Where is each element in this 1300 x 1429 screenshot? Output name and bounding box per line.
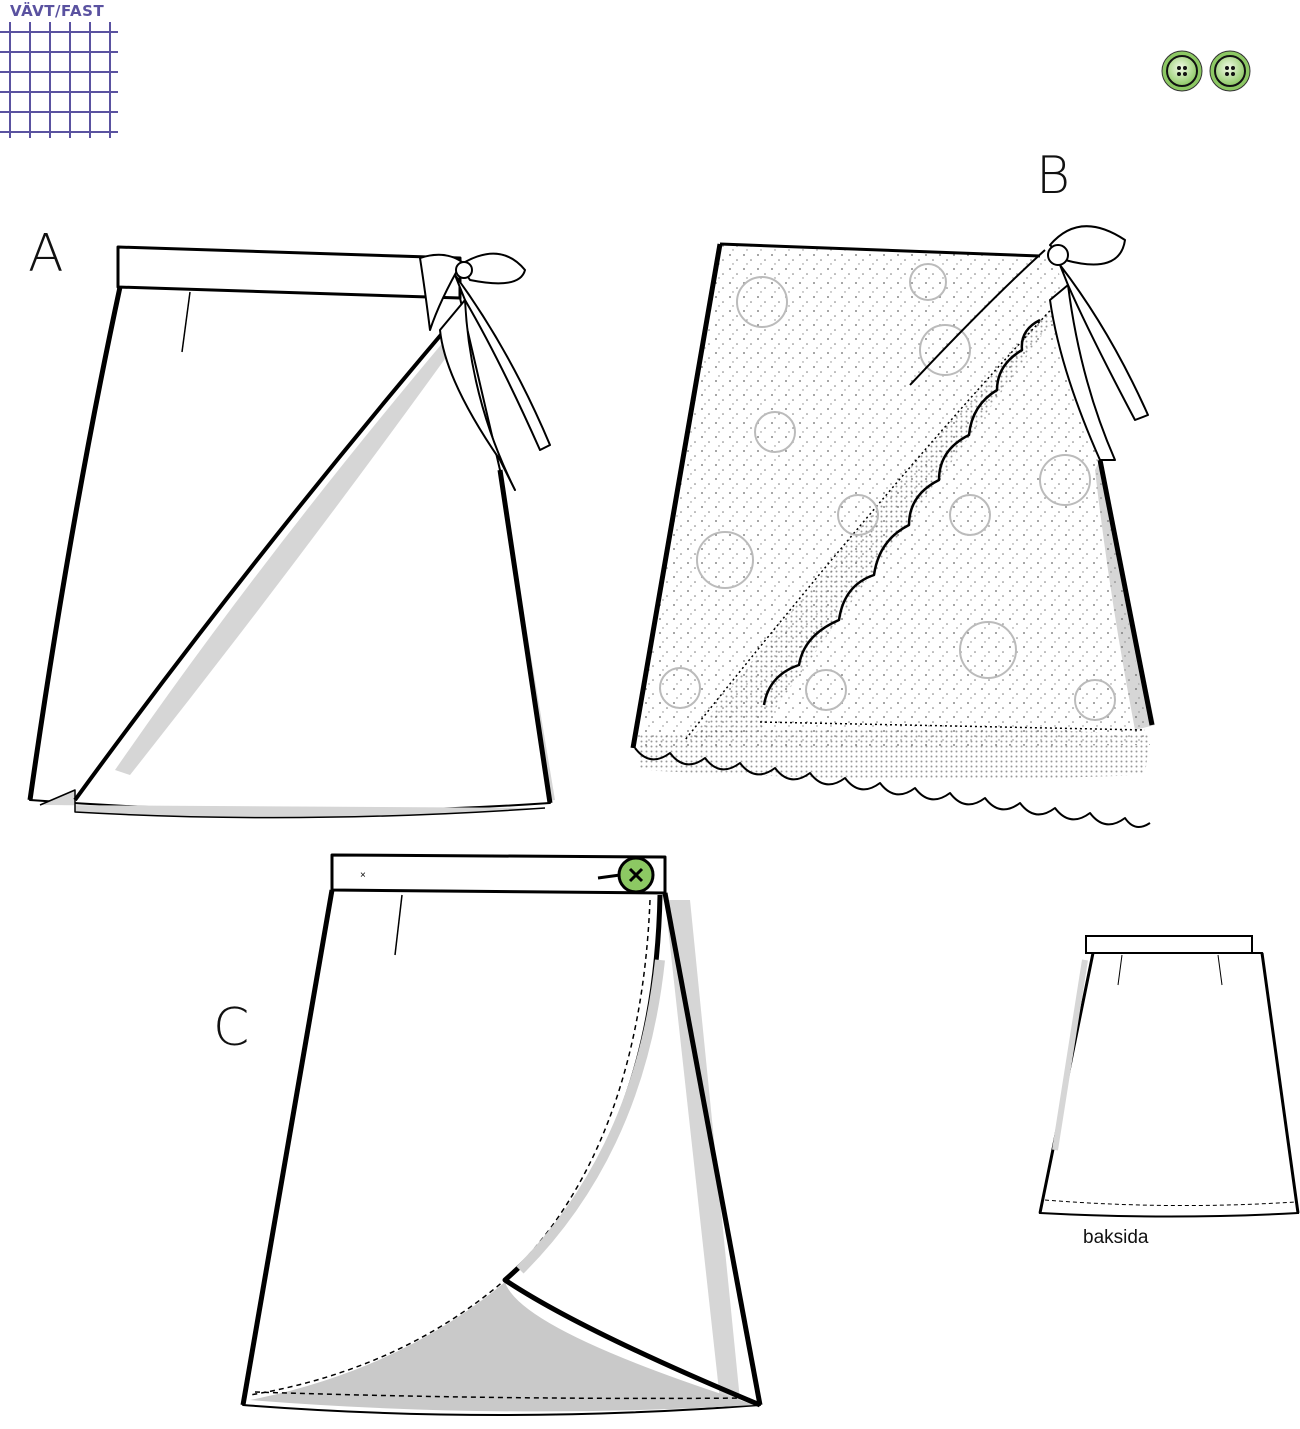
skirt-back-view — [1038, 935, 1300, 1218]
fabric-type-label: VÄVT/FAST — [10, 2, 105, 20]
back-view-label: baksida — [1083, 1227, 1149, 1248]
button-icon — [597, 856, 655, 894]
svg-text:×: × — [360, 870, 366, 881]
button-icon — [1209, 50, 1251, 92]
view-b-label: B — [1036, 146, 1071, 206]
skirt-view-c: × — [240, 853, 763, 1416]
view-a-label: A — [28, 224, 64, 284]
button-icon — [1161, 50, 1203, 92]
skirt-view-a — [27, 245, 555, 819]
view-c-label: C — [213, 998, 250, 1058]
skirt-view-b — [630, 225, 1155, 828]
fabric-grid-icon — [0, 22, 118, 138]
